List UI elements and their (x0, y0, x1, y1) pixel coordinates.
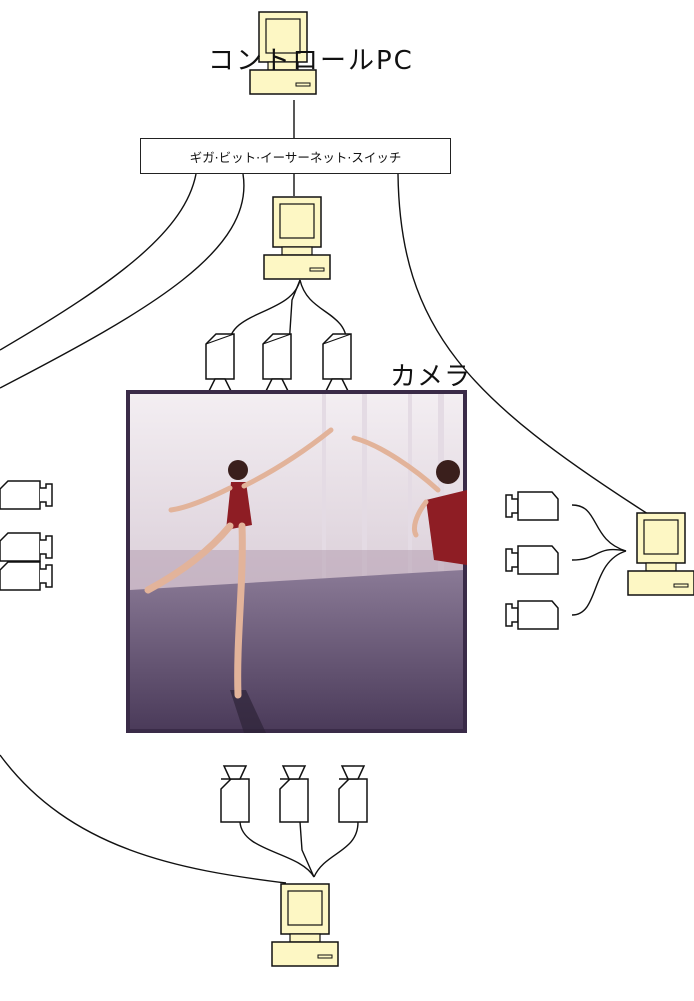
cable-right-pc-to-cam1 (571, 504, 627, 552)
camera-icon (0, 532, 53, 562)
camera-icon (0, 561, 53, 591)
camera-icon (279, 765, 309, 823)
cable-right-pc-to-cam2 (571, 549, 627, 561)
camera-icon (338, 765, 368, 823)
cable-bottom-pc-to-cam3 (313, 821, 359, 878)
camera-icon (505, 600, 559, 630)
control-pc-label: コントロールPC (208, 46, 414, 76)
network-cables (0, 100, 649, 884)
camera-icon (220, 765, 250, 823)
camera-icon (505, 491, 559, 521)
dancer-right (351, 435, 467, 565)
computer-icon (627, 512, 694, 596)
dancers-photo (126, 390, 467, 733)
dancer-left (144, 427, 334, 699)
cable-switch-to-right-pc (397, 173, 649, 515)
switch-label: ギガ·ビット·イーサーネット·スイッチ (189, 149, 402, 165)
gigabit-ethernet-switch: ギガ·ビット·イーサーネット·スイッチ (140, 138, 451, 174)
cable-left-to-bottom-pc (0, 754, 287, 884)
cable-bottom-pc-to-cam2 (299, 821, 315, 878)
camera-icon (0, 480, 53, 510)
computer-icon (271, 883, 339, 967)
cable-right-pc-to-cam3 (571, 550, 627, 616)
cable-bottom-pc-to-cam1 (239, 821, 315, 878)
camera-label: カメラ (390, 362, 472, 392)
cable-switch-to-left-far (0, 173, 197, 351)
computer-icon (263, 196, 331, 280)
cable-switch-to-left-near (0, 173, 245, 389)
cable-top-pc-to-cam2 (288, 279, 301, 347)
camera-icon (505, 545, 559, 575)
camera-icon (262, 333, 292, 392)
camera-icon (205, 333, 235, 392)
camera-icon (322, 333, 352, 392)
